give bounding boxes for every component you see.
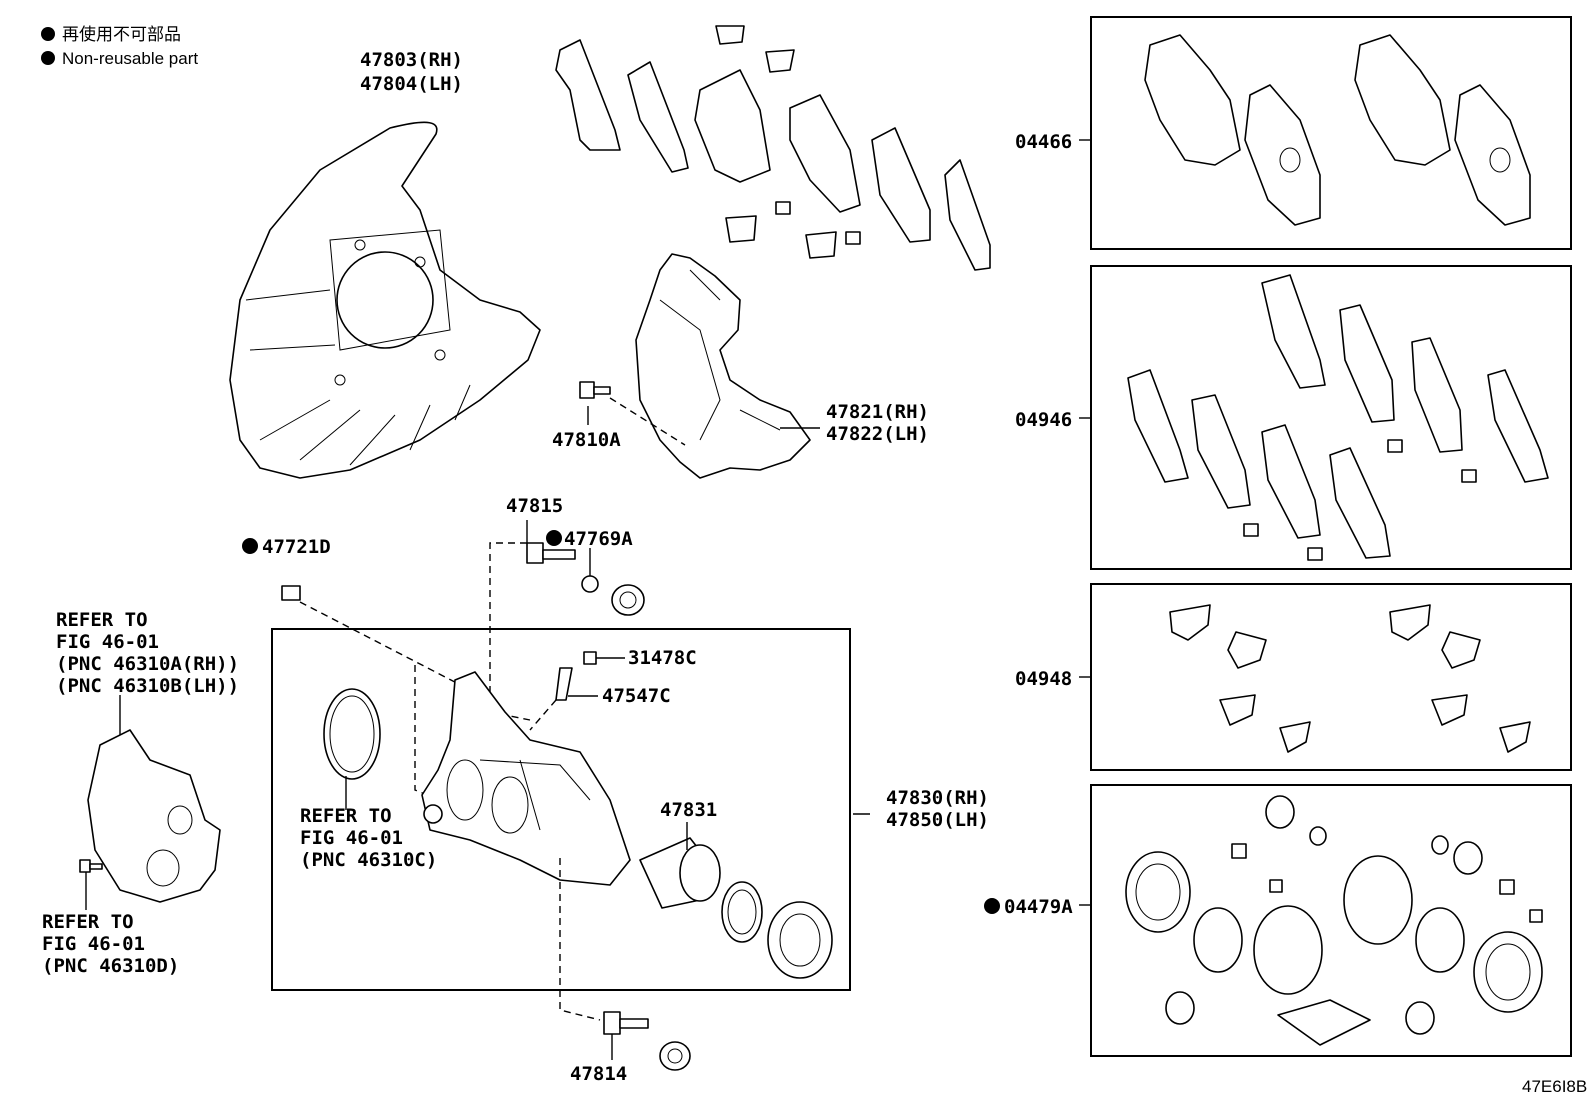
legend-jp: 再使用不可部品 (62, 24, 181, 44)
label-04948: 04948 (1015, 668, 1072, 690)
label-refer-bolt-1: REFER TO (42, 911, 134, 933)
label-47547C: 47547C (602, 685, 671, 707)
legend-en: Non-reusable part (62, 49, 198, 68)
bolt-47810A-drawing (579, 381, 686, 446)
leader-lines (85, 139, 1091, 1060)
seal-ring-drawing (323, 688, 381, 780)
kit-04946-shims (1127, 274, 1549, 561)
kit-box-04479A (1090, 784, 1572, 1057)
label-refer-bolt-3: (PNC 46310D) (42, 955, 179, 977)
label-bracket-rh: 47821(RH) (826, 401, 929, 423)
kit-box-04948 (1090, 583, 1572, 771)
non-reusable-dot-icon (984, 898, 1000, 914)
label-47769A: 47769A (564, 528, 633, 550)
label-47810A: 47810A (552, 429, 621, 451)
label-refer-seal-3: (PNC 46310C) (300, 849, 437, 871)
drawing-code: 47E6I8B (1522, 1077, 1587, 1096)
label-31478C: 31478C (628, 647, 697, 669)
pin-47814-drawing (603, 1011, 691, 1071)
label-04466: 04466 (1015, 131, 1072, 153)
kit-04479A-seals (1125, 795, 1543, 1046)
label-04479A: 04479A (1004, 896, 1073, 918)
kit-box-04466 (1090, 16, 1572, 250)
label-refer-actuator-3: (PNC 46310A(RH)) (56, 653, 239, 675)
label-refer-actuator-1: REFER TO (56, 609, 148, 631)
non-reusable-dot-icon (41, 51, 55, 65)
label-47815: 47815 (506, 495, 563, 517)
caliper-drawing (421, 651, 631, 1021)
label-dust-cover-lh: 47804(LH) (360, 73, 463, 95)
label-04946: 04946 (1015, 409, 1072, 431)
boot-47769A-drawing (581, 575, 645, 616)
bracket-drawing (635, 253, 811, 479)
non-reusable-dot-icon (546, 530, 562, 546)
non-reusable-dot-icon (41, 27, 55, 41)
label-47721D: 47721D (262, 536, 331, 558)
label-refer-actuator-2: FIG 46-01 (56, 631, 159, 653)
label-caliper-lh: 47850(LH) (886, 809, 989, 831)
label-bracket-lh: 47822(LH) (826, 423, 929, 445)
legend: 再使用不可部品 Non-reusable part (41, 24, 198, 68)
non-reusable-dot-icon (242, 538, 258, 554)
label-refer-actuator-4: (PNC 46310B(LH)) (56, 675, 239, 697)
label-47831: 47831 (660, 799, 717, 821)
label-caliper-rh: 47830(RH) (886, 787, 989, 809)
label-refer-bolt-2: FIG 46-01 (42, 933, 145, 955)
label-refer-seal-2: FIG 46-01 (300, 827, 403, 849)
label-dust-cover-rh: 47803(RH) (360, 49, 463, 71)
label-refer-seal-1: REFER TO (300, 805, 392, 827)
pin-47815-drawing (489, 542, 576, 721)
kit-04948-clips (1169, 604, 1531, 753)
caliper-assembly-box (271, 628, 851, 991)
actuator-drawing (79, 729, 221, 903)
label-47814: 47814 (570, 1063, 627, 1085)
kit-04466-pads (1144, 34, 1531, 226)
dust-cover-drawing (229, 121, 541, 479)
pads-top-drawing (555, 25, 991, 271)
piston-47831-drawing (639, 837, 833, 979)
bolt-47721D-drawing (281, 585, 481, 801)
